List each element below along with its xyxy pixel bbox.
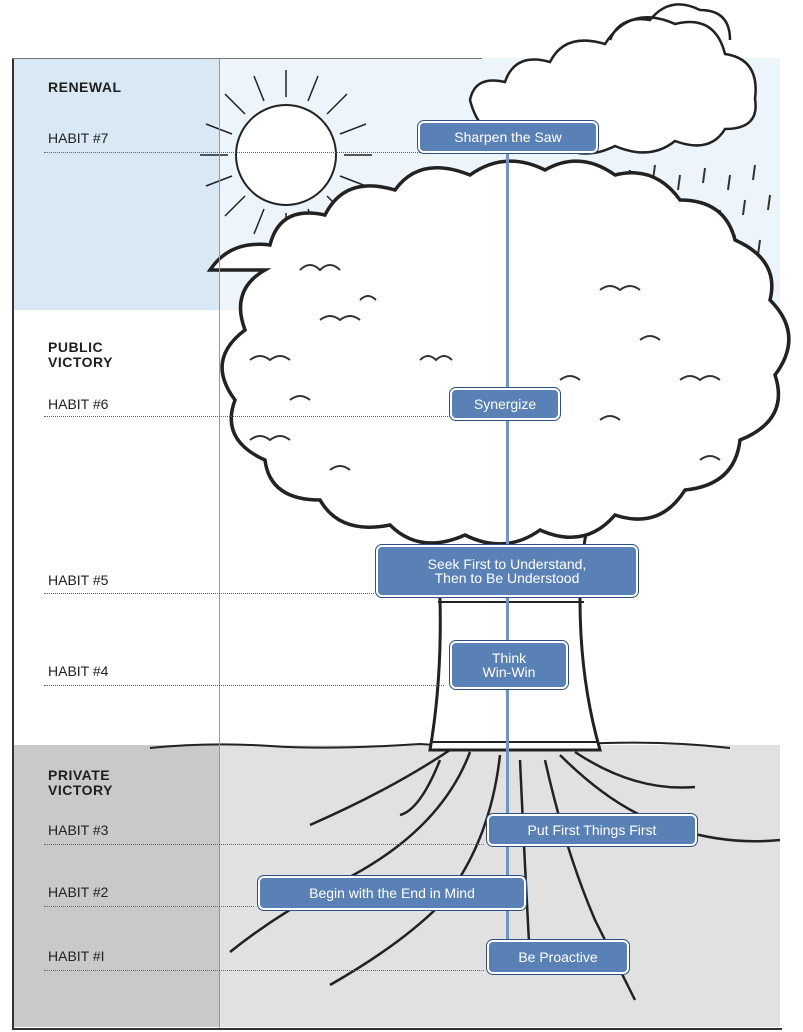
habit-label-2: HABIT #2 xyxy=(48,884,109,900)
habit-box-seek-first-to-understand: Seek First to Understand, Then to Be Und… xyxy=(375,544,639,598)
frame-top-border xyxy=(12,58,482,59)
section-public-victory: PUBLIC VICTORY xyxy=(48,339,113,370)
ground-line xyxy=(149,741,731,749)
habit-label-7: HABIT #7 xyxy=(48,130,109,146)
section-renewal: RENEWAL xyxy=(48,79,122,95)
habit-1-guide xyxy=(44,970,484,971)
habit-box-think-win-win: Think Win-Win xyxy=(449,640,569,690)
section-private-victory: PRIVATE VICTORY xyxy=(48,767,113,798)
private-victory-band xyxy=(12,745,220,1027)
habit-label-4: HABIT #4 xyxy=(48,663,109,679)
habit-label-6: HABIT #6 xyxy=(48,396,109,412)
frame-left-border xyxy=(12,58,14,1030)
habit-box-be-proactive: Be Proactive xyxy=(486,939,630,975)
renewal-band xyxy=(12,58,220,310)
habit-7-guide xyxy=(44,152,444,153)
habit-box-put-first-things-first: Put First Things First xyxy=(486,813,698,847)
habit-box-begin-with-the-end: Begin with the End in Mind xyxy=(257,875,527,911)
habit-label-1: HABIT #I xyxy=(48,948,105,964)
column-divider xyxy=(219,58,220,1030)
habit-2-guide xyxy=(44,906,254,907)
leaf-scribbles xyxy=(249,264,721,471)
habit-4-guide xyxy=(44,685,444,686)
tree-canopy xyxy=(206,159,791,546)
habit-box-synergize: Synergize xyxy=(449,387,561,421)
habit-6-guide xyxy=(44,416,454,417)
habit-box-sharpen-the-saw: Sharpen the Saw xyxy=(417,120,599,154)
habit-label-5: HABIT #5 xyxy=(48,572,109,588)
habit-3-guide xyxy=(44,844,484,845)
frame-bottom-border xyxy=(12,1028,782,1030)
habit-label-3: HABIT #3 xyxy=(48,822,109,838)
habit-5-guide xyxy=(44,593,374,594)
